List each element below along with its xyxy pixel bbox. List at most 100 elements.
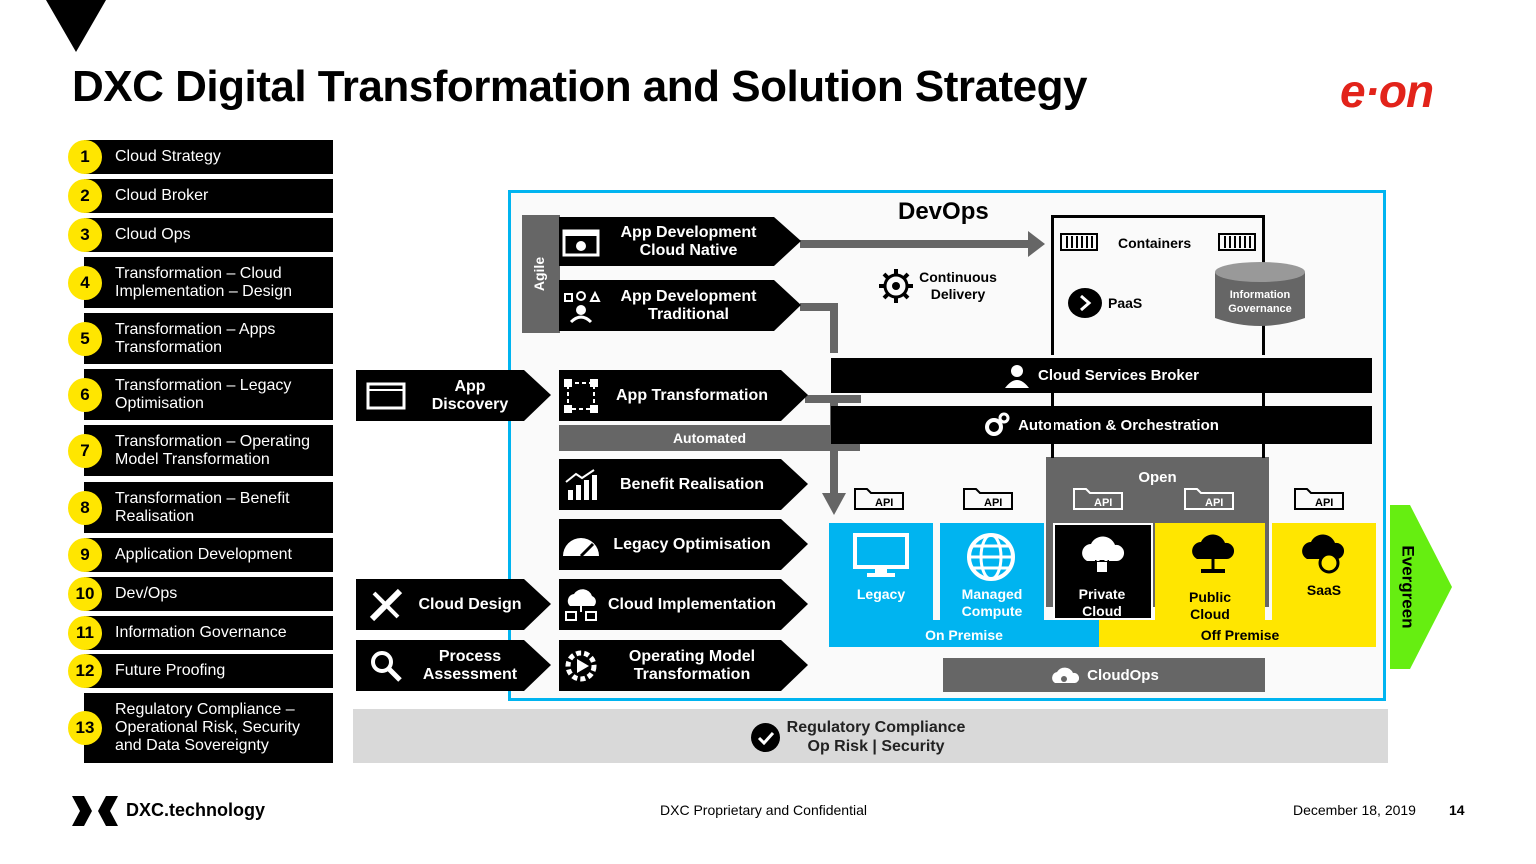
page-title: DXC Digital Transformation and Solution … bbox=[72, 62, 1087, 111]
api-text: API bbox=[1205, 497, 1223, 509]
list-label: Transformation – Operating Model Transfo… bbox=[115, 432, 311, 468]
list-item: 1 Cloud Strategy bbox=[68, 140, 333, 174]
footer-date: December 18, 2019 bbox=[1293, 802, 1416, 818]
list-item: 10 Dev/Ops bbox=[68, 577, 333, 611]
dxc-logo-icon bbox=[72, 796, 118, 826]
broker-person-icon bbox=[1005, 364, 1030, 388]
list-number: 3 bbox=[68, 218, 102, 252]
cloudops-label: CloudOps bbox=[1087, 666, 1159, 684]
cloud-implementation-box: Cloud Implementation bbox=[559, 579, 781, 630]
gears-icon bbox=[985, 412, 1010, 436]
list-label: Transformation – Apps Transformation bbox=[115, 320, 276, 356]
on-premise-label: On Premise bbox=[925, 627, 1003, 643]
speedometer-icon bbox=[559, 532, 603, 558]
paas-chevron-icon bbox=[1068, 288, 1102, 318]
legacy-optimisation-box: Legacy Optimisation bbox=[559, 519, 781, 570]
app-dev-cloud-native-box: App Development Cloud Native bbox=[559, 217, 774, 266]
list-number: 13 bbox=[68, 711, 102, 745]
chevron-arrow bbox=[781, 640, 808, 691]
list-number: 8 bbox=[68, 490, 102, 525]
list-item: 11 Information Governance bbox=[68, 616, 333, 650]
cloud-design-box: Cloud Design bbox=[356, 579, 524, 630]
chevron-arrow bbox=[524, 640, 551, 691]
legacy-label: Legacy bbox=[856, 586, 906, 602]
off-premise-label: Off Premise bbox=[1200, 627, 1280, 643]
cloud-design-label: Cloud Design bbox=[418, 595, 522, 613]
list-label: Information Governance bbox=[115, 624, 287, 641]
regulatory-line1: Regulatory Compliance bbox=[786, 719, 966, 736]
list-item: 13 Regulatory Compliance – Operational Ri… bbox=[68, 693, 333, 763]
api-folder-icon: API bbox=[1183, 485, 1235, 511]
benefit-realisation-box: Benefit Realisation bbox=[559, 459, 781, 510]
automated-label: Automated bbox=[672, 430, 747, 446]
magnifier-icon bbox=[356, 649, 416, 683]
shapes-person-icon bbox=[559, 288, 603, 324]
list-item: 3 Cloud Ops bbox=[68, 218, 333, 252]
container-icon bbox=[1218, 233, 1256, 251]
cloud-gear-icon bbox=[1052, 667, 1080, 683]
list-label: Future Proofing bbox=[115, 662, 226, 679]
evergreen-label-wrap: Evergreen bbox=[1388, 505, 1428, 669]
list-number: 2 bbox=[68, 179, 102, 213]
page-number: 14 bbox=[1449, 802, 1465, 818]
list-label: Regulatory Compliance – Operational Risk… bbox=[115, 701, 300, 754]
cloud-implementation-label: Cloud Implementation bbox=[608, 595, 776, 613]
container-icon bbox=[1060, 233, 1098, 251]
list-label: Cloud Broker bbox=[115, 187, 209, 204]
confidential-label: DXC Proprietary and Confidential bbox=[660, 802, 867, 818]
devops-label: DevOps bbox=[898, 198, 989, 225]
app-dev-cloud-native-label: App Development Cloud Native bbox=[620, 223, 757, 259]
selection-box-icon bbox=[559, 378, 603, 414]
api-folder-icon: API bbox=[1293, 485, 1345, 511]
list-item: 2 Cloud Broker bbox=[68, 179, 333, 213]
private-cloud-label: Private Cloud bbox=[1078, 586, 1126, 619]
operating-model-box: Operating Model Transformation bbox=[559, 640, 781, 691]
api-text: API bbox=[1315, 497, 1333, 509]
list-label: Transformation – Cloud Implementation – … bbox=[115, 264, 292, 300]
on-premise-band bbox=[829, 620, 1099, 647]
app-dev-traditional-label: App Development Traditional bbox=[620, 287, 757, 323]
globe-icon bbox=[966, 532, 1016, 587]
cloud-lock-icon bbox=[1077, 531, 1127, 582]
chevron-arrow bbox=[781, 579, 808, 630]
cloud-services-broker-bar: Cloud Services Broker bbox=[831, 358, 1372, 393]
saas-label: SaaS bbox=[1306, 582, 1342, 598]
monitor-icon bbox=[853, 533, 909, 584]
api-text: API bbox=[984, 497, 1002, 509]
list-number: 4 bbox=[68, 265, 102, 300]
cloudops-bar: CloudOps bbox=[943, 658, 1265, 692]
api-folder-icon: API bbox=[1072, 485, 1124, 511]
cloud-services-broker-label: Cloud Services Broker bbox=[1038, 367, 1199, 384]
evergreen-arrow bbox=[1390, 505, 1452, 669]
gear-icon bbox=[878, 268, 914, 304]
chevron-arrow bbox=[781, 519, 808, 570]
corner-triangle-icon bbox=[46, 0, 106, 52]
cloud-sync-icon bbox=[1299, 531, 1351, 584]
regulatory-bar bbox=[353, 709, 1388, 763]
chevron-arrow bbox=[774, 280, 801, 331]
list-label: Cloud Strategy bbox=[115, 148, 221, 165]
api-folder-icon: API bbox=[962, 485, 1014, 511]
list-label: Dev/Ops bbox=[115, 585, 178, 602]
legacy-optimisation-label: Legacy Optimisation bbox=[613, 535, 771, 553]
automated-bar: Automated bbox=[559, 425, 860, 451]
list-number: 1 bbox=[68, 140, 102, 174]
app-dev-traditional-box: App Development Traditional bbox=[559, 280, 774, 331]
ruler-pencil-icon bbox=[356, 587, 416, 623]
checkmark-icon bbox=[751, 723, 780, 752]
list-label: Cloud Ops bbox=[115, 226, 191, 243]
list-item: 4 Transformation – Cloud Implementation –… bbox=[68, 257, 333, 308]
automation-orchestration-label: Automation & Orchestration bbox=[1018, 416, 1219, 434]
cloud-network-icon bbox=[559, 588, 603, 622]
chevron-arrow bbox=[774, 217, 801, 266]
list-number: 11 bbox=[68, 616, 102, 650]
app-transformation-label: App Transformation bbox=[615, 386, 768, 404]
regulatory-line2: Op Risk | Security bbox=[807, 738, 945, 755]
list-number: 10 bbox=[68, 577, 102, 611]
list-number: 6 bbox=[68, 377, 102, 412]
list-label: Application Development bbox=[115, 546, 292, 563]
information-governance-label: Information Governance bbox=[1228, 289, 1292, 315]
eon-logo: e·on bbox=[1340, 65, 1434, 117]
